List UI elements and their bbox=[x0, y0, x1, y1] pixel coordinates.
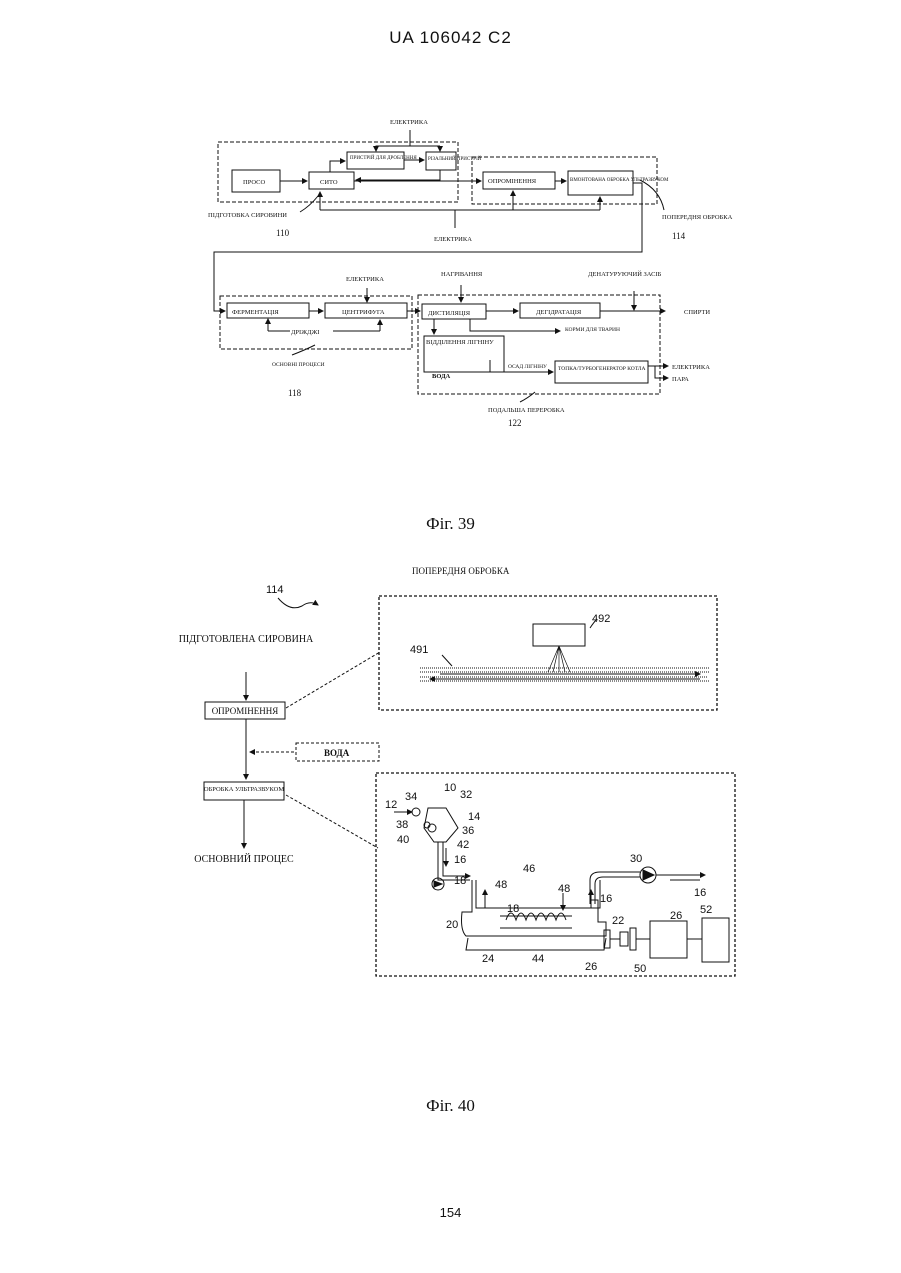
pretreat-label: ПОПЕРЕДНЯ ОБРОБКА bbox=[662, 214, 733, 221]
num-44: 44 bbox=[532, 953, 544, 965]
fig40-labels: ПОПЕРЕДНЯ ОБРОБКА 114 ПІДГОТОВЛЕНА СИРОВ… bbox=[179, 566, 713, 975]
num-52: 52 bbox=[700, 904, 712, 916]
num-18b: 18 bbox=[507, 903, 519, 915]
electrika-top-label: ЕЛЕКТРИКА bbox=[390, 119, 428, 126]
num-36: 36 bbox=[462, 825, 474, 837]
irradiation-label: ОПРОМІНЕННЯ bbox=[488, 178, 537, 185]
motor-26 bbox=[650, 921, 687, 958]
denaturant-label: ДЕНАТУРУЮЧИЙ ЗАСІБ bbox=[588, 270, 662, 278]
boiler-label: ТОПКА/ТУРБОГЕНЕРАТОР КОТЛА bbox=[558, 366, 646, 372]
num-114-fig40: 114 bbox=[266, 584, 284, 596]
fig39-labels: ЕЛЕКТРИКА ПРОСО СИТО ПРИСТРІЙ ДЛЯ ДРОБЛЕ… bbox=[208, 119, 733, 428]
page-number: 154 bbox=[0, 1205, 901, 1220]
ultrasound-step-label: ОБРОБКА УЛЬТРАЗВУКОМ bbox=[204, 786, 285, 793]
lignin-sep-label: ВІДДІЛЕННЯ ЛІГНІНУ bbox=[426, 339, 494, 346]
num-32: 32 bbox=[460, 789, 472, 801]
boiler-box bbox=[555, 361, 648, 383]
yeast-label: ДРІЖДЖІ bbox=[291, 329, 319, 336]
num-14: 14 bbox=[468, 811, 480, 823]
lignin-cake-label: ОСАД ЛІГНІНУ bbox=[508, 364, 547, 370]
num-118: 118 bbox=[288, 388, 302, 398]
num-48a: 48 bbox=[495, 879, 507, 891]
crusher-label: ПРИСТРІЙ ДЛЯ ДРОБЛЕННЯ bbox=[350, 155, 417, 161]
num-50: 50 bbox=[634, 963, 646, 975]
num-16c: 16 bbox=[694, 887, 706, 899]
alcohols-label: СПИРТИ bbox=[684, 309, 710, 316]
num-12: 12 bbox=[385, 799, 397, 811]
num-20: 20 bbox=[446, 919, 458, 931]
prepared-label: ПІДГОТОВЛЕНА СИРОВИНА bbox=[179, 634, 314, 645]
dehydration-label: ДЕГІДРАТАЦІЯ bbox=[536, 309, 582, 316]
prep-label: ПІДГОТОВКА СИРОВИНИ bbox=[208, 212, 287, 219]
num-114: 114 bbox=[672, 231, 686, 241]
num-16b: 16 bbox=[600, 893, 612, 905]
heating-label: НАГРІВАННЯ bbox=[441, 271, 483, 278]
num-16a: 16 bbox=[454, 854, 466, 866]
main-label: ОСНОВНІ ПРОЦЕСИ bbox=[272, 362, 325, 368]
fig40-title: ПОПЕРЕДНЯ ОБРОБКА bbox=[412, 566, 510, 576]
num-122: 122 bbox=[508, 418, 522, 428]
num-48b: 48 bbox=[558, 883, 570, 895]
syto-label: СИТО bbox=[320, 179, 338, 186]
fig40-caption: Фіг. 40 bbox=[0, 1096, 901, 1116]
num-40: 40 bbox=[397, 834, 409, 846]
num-42: 42 bbox=[457, 839, 469, 851]
main-group-box bbox=[220, 296, 412, 349]
main-process-label: ОСНОВНИЙ ПРОЦЕС bbox=[194, 853, 294, 865]
ultrasound-label: ВМОНТОВАНА ОБРОБКА УЛЬТРАЗВУКОМ bbox=[570, 178, 669, 183]
device-492 bbox=[533, 624, 585, 646]
cutter-label: РІЗАЛЬНИЙ ПРИСТРІЙ bbox=[428, 156, 482, 162]
centrifuge-label: ЦЕНТРИФУГА bbox=[342, 309, 385, 316]
ultrasound-box bbox=[568, 171, 633, 195]
fig39-caption: Фіг. 39 bbox=[0, 514, 901, 534]
num-30: 30 bbox=[630, 853, 642, 865]
num-38: 38 bbox=[396, 819, 408, 831]
num-22: 22 bbox=[612, 915, 624, 927]
distillation-label: ДИСТИЛЯЦІЯ bbox=[428, 310, 471, 317]
fermentation-label: ФЕРМЕНТАЦІЯ bbox=[232, 309, 279, 316]
unit-52 bbox=[702, 918, 729, 962]
num-26b: 26 bbox=[585, 961, 597, 973]
irradiation-detail-panel bbox=[379, 596, 717, 710]
num-46: 46 bbox=[523, 863, 535, 875]
num-492: 492 bbox=[592, 613, 610, 625]
num-110: 110 bbox=[276, 228, 290, 238]
proso-label: ПРОСО bbox=[243, 179, 265, 186]
electrika-low-label: ЕЛЕКТРИКА bbox=[346, 276, 384, 283]
electrika-mid-label: ЕЛЕКТРИКА bbox=[434, 236, 472, 243]
irradiation-step-label: ОПРОМІНЕННЯ bbox=[212, 706, 279, 716]
feed-label: КОРМИ ДЛЯ ТВАРИН bbox=[565, 327, 620, 333]
electricity-out-label: ЕЛЕКТРИКА bbox=[672, 364, 710, 371]
num-18a: 18 bbox=[454, 875, 466, 887]
water-label: ВОДА bbox=[432, 373, 451, 380]
water-step-label: ВОДА bbox=[324, 748, 350, 758]
num-10: 10 bbox=[444, 782, 456, 794]
num-34: 34 bbox=[405, 791, 417, 803]
further-label: ПОДАЛЬША ПЕРЕРОБКА bbox=[488, 407, 565, 414]
num-26a: 26 bbox=[670, 910, 682, 922]
steam-label: ПАРА bbox=[672, 376, 689, 383]
num-491: 491 bbox=[410, 644, 428, 656]
num-24: 24 bbox=[482, 953, 494, 965]
